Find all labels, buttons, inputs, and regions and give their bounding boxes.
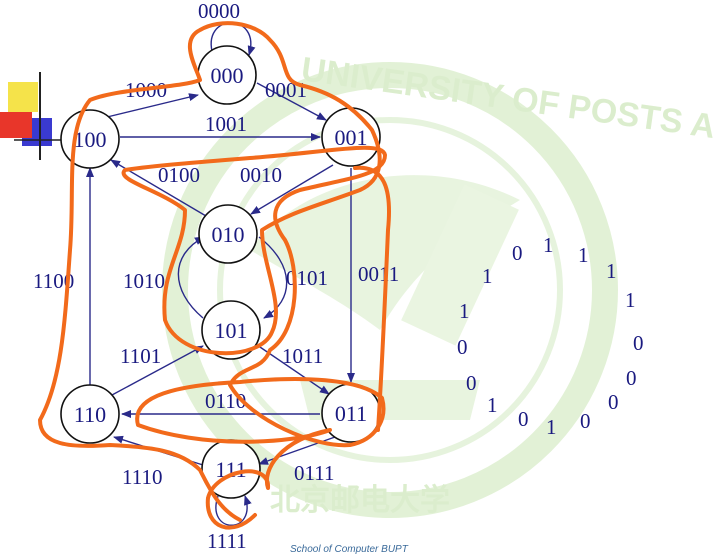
edge-label-1011: 1011 — [282, 344, 323, 368]
bit: 0 — [512, 241, 523, 265]
edge-010-101 — [258, 236, 288, 319]
bit: 0 — [457, 335, 468, 359]
node-101: 101 — [201, 300, 261, 360]
edge-101-010 — [177, 236, 205, 319]
node-110: 110 — [60, 384, 120, 444]
footer-text: School of Computer BUPT — [290, 544, 409, 554]
highlight-cycle-stroke — [38, 21, 387, 530]
bit: 1 — [606, 259, 617, 283]
bit: 0 — [466, 371, 477, 395]
watermark-emblem: UNIVERSITY OF POSTS AND TELECOMMUNICATIO… — [162, 50, 714, 518]
node-label-110: 110 — [74, 402, 106, 427]
edge-label-0010: 0010 — [240, 163, 282, 187]
bit: 1 — [578, 243, 589, 267]
edge-label-0001: 0001 — [265, 78, 307, 102]
edge-label-1001: 1001 — [205, 112, 247, 136]
node-label-100: 100 — [74, 127, 107, 152]
bit: 1 — [546, 415, 557, 439]
bit: 1 — [482, 264, 493, 288]
edge-labels: 0000 1000 0001 1001 0100 0010 1010 0101 … — [33, 0, 399, 553]
watermark-cn-text: 北京邮电大学 — [270, 483, 450, 517]
edge-label-0110: 0110 — [205, 389, 246, 413]
bit: 0 — [626, 366, 637, 390]
bit: 0 — [608, 390, 619, 414]
edge-label-0111: 0111 — [294, 461, 334, 485]
bit: 1 — [487, 393, 498, 417]
bit: 1 — [543, 233, 554, 257]
edge-label-1101: 1101 — [120, 344, 161, 368]
edge-000-001 — [256, 82, 327, 121]
edge-label-1111: 1111 — [207, 529, 247, 553]
bit: 0 — [580, 409, 591, 433]
edge-label-1110: 1110 — [122, 465, 162, 489]
edge-loop-111 — [215, 495, 252, 526]
node-label-101: 101 — [215, 318, 248, 343]
bit: 1 — [625, 288, 636, 312]
bit-sequence: 0 1 1 1 1 0 0 0 0 1 0 1 0 0 1 1 — [457, 233, 644, 439]
node-000: 000 — [197, 45, 257, 105]
highlight-right-stroke — [353, 165, 391, 432]
bit: 0 — [633, 331, 644, 355]
bit: 0 — [518, 407, 529, 431]
edge-label-0000: 0000 — [198, 0, 240, 23]
node-label-010: 010 — [212, 222, 245, 247]
node-001: 001 — [321, 107, 381, 167]
node-100: 100 — [60, 109, 120, 169]
node-label-000: 000 — [211, 63, 244, 88]
node-label-011: 011 — [335, 401, 367, 426]
bit: 1 — [459, 299, 470, 323]
edge-label-1010: 1010 — [123, 269, 165, 293]
node-010: 010 — [198, 204, 258, 264]
edge-100-000 — [102, 93, 199, 119]
edge-110-101 — [111, 345, 204, 396]
edge-001-010 — [250, 164, 334, 215]
edge-label-0011: 0011 — [358, 262, 399, 286]
node-label-111: 111 — [215, 457, 246, 482]
slide-bullet-decoration — [0, 72, 70, 160]
nodes: 000 001 010 011 100 101 110 111 — [60, 45, 381, 499]
